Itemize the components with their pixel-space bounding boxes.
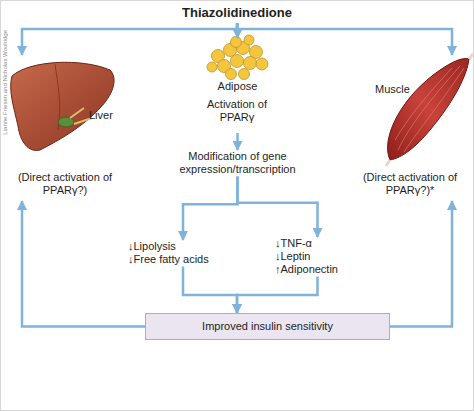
effect-list: ↓Lipolysis↓Free fatty acids: [128, 240, 238, 266]
mechanism-note: (Direct activation of PPARγ?)*: [360, 171, 460, 197]
adipose-illustration: [207, 35, 268, 80]
drug-label: Thiazolidinedione: [150, 3, 324, 23]
flow-arrow: [237, 23, 452, 55]
flow-arrow: [183, 176, 238, 240]
organ-group: AdiposeActivation of PPARγ: [185, 38, 290, 133]
flow-arrow: [236, 23, 239, 38]
effect-item: ↑Adiponectin: [275, 263, 360, 276]
drug-name: Thiazolidinedione: [150, 5, 324, 21]
effect-item: ↓TNF-α: [275, 237, 360, 250]
credit-watermark: Lianne Friesen and Nicholas Woolridge: [2, 30, 8, 135]
effect-item: ↓Free fatty acids: [128, 253, 238, 266]
liver-illustration: [11, 62, 114, 150]
outcome-box: Improved insulin sensitivity: [145, 313, 390, 340]
process-text: Modification of gene expression/transcri…: [160, 150, 315, 176]
organ-group: Muscle (Direct activation of PPARγ?)*: [345, 55, 470, 201]
effect-list: ↓TNF-α↓Leptin↑Adiponectin: [275, 237, 360, 277]
flow-arrow: [22, 23, 237, 55]
organ-name: Adipose: [185, 80, 290, 93]
muscle-striation: [395, 66, 464, 152]
tendon: [386, 54, 473, 166]
flow-arrow: [390, 201, 452, 327]
flow-arrow: [22, 201, 145, 327]
organ-group: Liver (Direct activation of PPARγ?): [5, 55, 130, 201]
liver-shape: [11, 62, 114, 150]
organ-name: Muscle: [375, 83, 425, 96]
text-holder: Improved insulin sensitivity: [202, 320, 333, 333]
muscle-shape: [388, 59, 469, 160]
outcome-text: Improved insulin sensitivity: [202, 320, 333, 333]
effect-item: ↓Leptin: [275, 250, 360, 263]
mechanism-note: (Direct activation of PPARγ?): [15, 171, 115, 197]
liver-vessel: [70, 108, 92, 124]
effect-item: ↓Lipolysis: [128, 240, 238, 253]
muscle-illustration: [386, 54, 473, 166]
organ-name: Liver: [89, 109, 129, 122]
mechanism-note: Activation of PPARγ: [202, 98, 272, 124]
flow-arrow: [236, 133, 239, 150]
gallbladder: [58, 117, 74, 127]
process-text: Modification of gene expression/transcri…: [160, 150, 315, 176]
flow-arrow: [237, 277, 318, 313]
flow-arrow: [238, 176, 318, 237]
flow-arrow: [183, 266, 237, 313]
